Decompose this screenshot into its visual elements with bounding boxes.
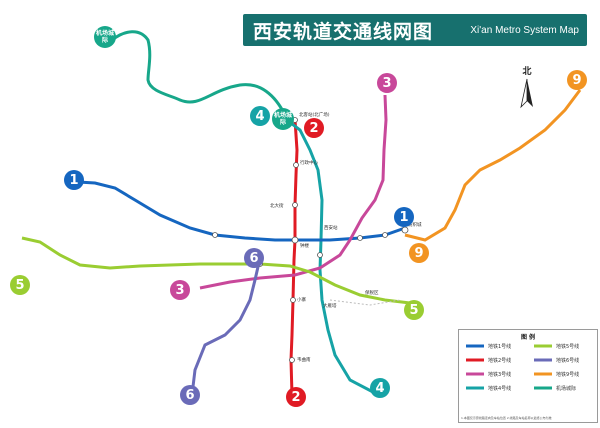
line-3-badge: 3 [377,73,397,93]
legend-label: 地铁5号线 [556,343,579,350]
line-9-badge: 9 [567,70,587,90]
station-label-2: 行政中心 [300,161,318,166]
legend-note: 1.本图仅示意线路走向及车站位置 2.线路及车站名称以最终公布为准 [461,416,552,420]
map-title-banner: 西安轨道交通线网图 Xi'an Metro System Map [243,14,587,46]
station-dot [291,236,299,244]
line-1-badge: 1 [64,170,84,190]
station-label-3: 北大街 [270,204,284,209]
station-dot [289,357,295,363]
legend-title: 图 例 [520,334,536,341]
legend-label: 地铁1号线 [488,343,511,350]
line-4-badge: 4 [370,378,390,398]
station-label-9: 西安站 [324,226,338,231]
line-3-track [199,94,388,290]
station-label-5: 小寨 [297,298,306,303]
legend-label: 地铁2号线 [488,357,511,364]
line-1-badge: 1 [394,207,414,227]
station-dot [212,232,218,238]
legend-box: 图 例 地铁1号线地铁2号线地铁3号线地铁4号线 地铁5号线地铁6号线地铁9号线机… [458,329,598,423]
legend-label: 地铁9号线 [556,371,579,378]
line-1-track [77,180,406,242]
station-label-1: 北客站(北广场) [299,113,330,118]
legend-label: 地铁6号线 [556,357,579,364]
line-2-track [289,119,299,396]
line-2-badge: 2 [304,118,324,138]
line-5-track [21,236,411,305]
line-9-badge: 9 [409,243,429,263]
line-2-badge: 2 [286,387,306,407]
line-6-badge: 6 [180,385,200,405]
airport-badge-north: 机场城际 [272,108,294,130]
station-dot [292,202,298,208]
station-label-10: 大雁塔 [323,304,337,309]
station-dot [293,162,299,168]
legend-label: 地铁3号线 [488,371,511,378]
line-9-track [404,89,582,242]
station-dot [382,232,388,238]
station-label-8: 保税区 [365,291,379,296]
line-5-badge: 5 [404,300,424,320]
station-dot [290,297,296,303]
line-4-badge: 4 [250,106,270,126]
north-compass: 北 [515,64,539,115]
airport-line [111,30,287,116]
station-label-7: 纺织城 [408,223,422,228]
line-3-badge: 3 [170,280,190,300]
line-6-track [190,257,262,396]
station-label-4: 钟楼 [300,244,309,249]
station-dot [357,235,363,241]
road-line [329,299,401,306]
line-6-badge: 6 [244,248,264,268]
airport-badge-west: 机场城际 [94,26,116,48]
line-5-badge: 5 [10,275,30,295]
legend-label: 地铁4号线 [488,385,511,392]
north-label: 北 [522,67,532,77]
map-title-cn: 西安轨道交通线网图 [253,20,434,43]
map-title-en: Xi'an Metro System Map [470,24,579,36]
legend-label: 机场城际 [556,385,576,392]
north-arrow-icon [520,78,533,109]
station-dot [401,226,409,234]
station-label-6: 韦曲南 [297,358,311,363]
station-dot [317,252,323,258]
